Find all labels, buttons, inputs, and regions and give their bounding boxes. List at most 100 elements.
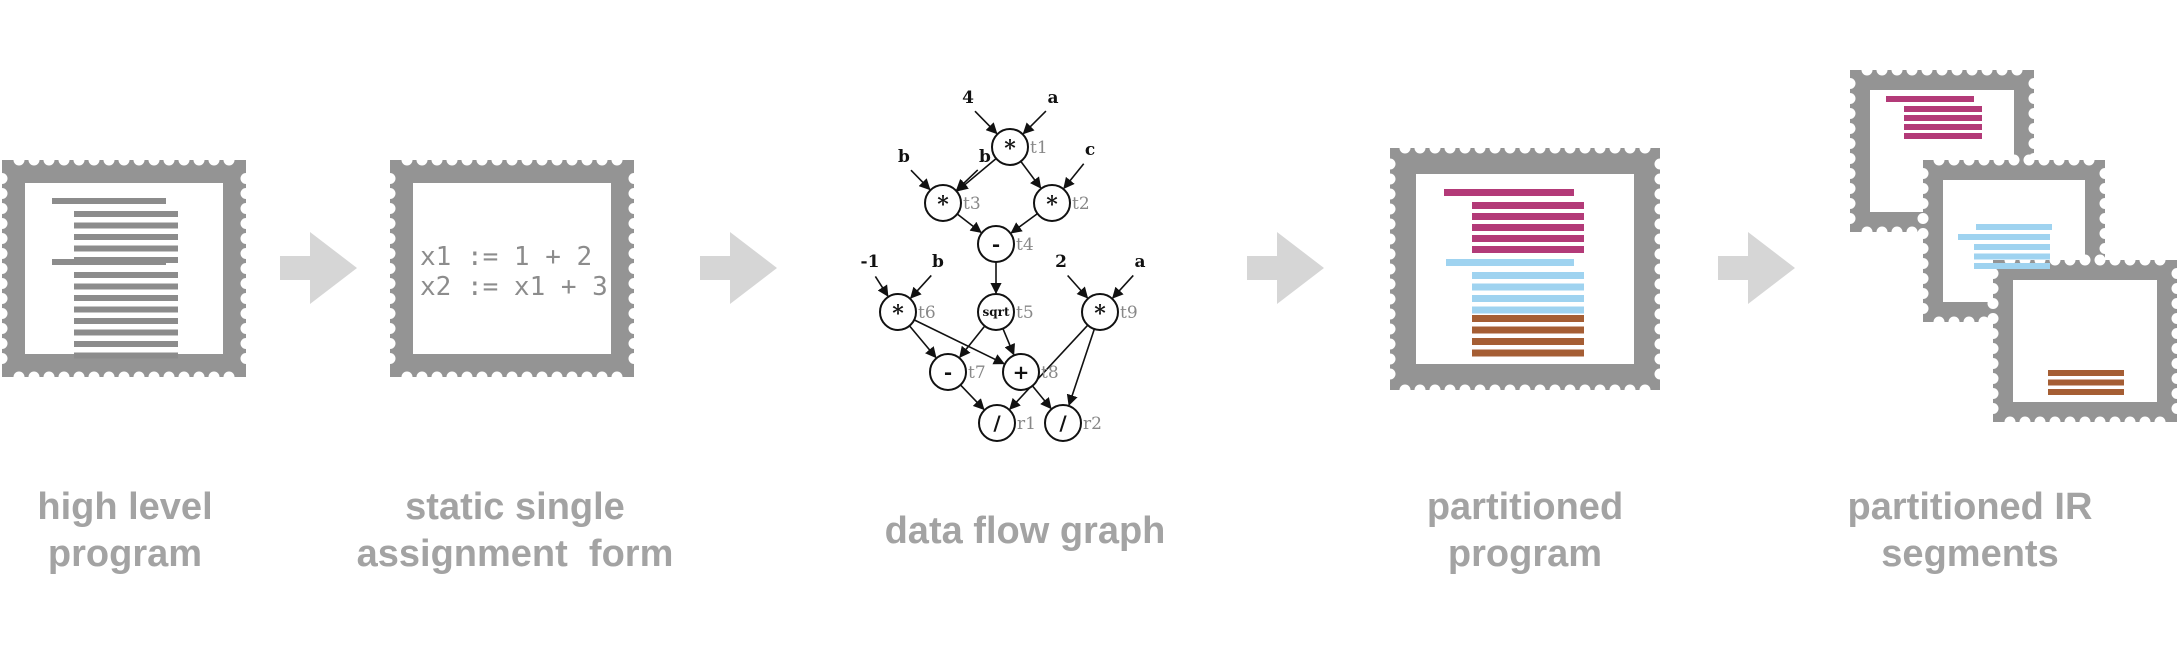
dfg-node-t9 xyxy=(1081,293,1119,331)
stamp-segment-2-perforation xyxy=(1917,213,1929,224)
stamp-ssa-perforation xyxy=(611,154,623,166)
segment-line xyxy=(1904,106,1982,112)
stamp-partitioned-program-perforation xyxy=(1384,218,1396,230)
dfg-node-op-t8: + xyxy=(1013,360,1030,384)
stamp-segment-3-perforation xyxy=(1987,358,1999,369)
partition-line xyxy=(1472,326,1584,334)
dfg-input-inm1: -1 xyxy=(861,252,880,272)
program-line xyxy=(74,234,178,240)
stamp-segment-2-perforation xyxy=(1933,316,1945,328)
stamp-partitioned-program-perforation xyxy=(1399,142,1411,154)
stamp-ssa-perforation xyxy=(461,154,473,166)
stamp-high-level-program-perforation xyxy=(240,173,252,184)
stamp-high-level-program-perforation xyxy=(223,154,235,166)
flow-arrows xyxy=(280,232,1795,304)
stamp-segment-2-perforation xyxy=(1933,154,1945,166)
stamp-frames xyxy=(0,64,2182,428)
stamp-ssa-perforation xyxy=(384,308,396,319)
stamp-segment-3-perforation xyxy=(2171,343,2182,354)
stamp-partitioned-program-perforation xyxy=(1654,173,1666,185)
stamp-partitioned-program-perforation xyxy=(1624,384,1636,396)
stamp-partitioned-program-perforation xyxy=(1654,308,1666,320)
dfg-input-in2: 2 xyxy=(1055,252,1067,272)
flow-arrow-2 xyxy=(700,232,777,304)
stamp-high-level-program-perforation xyxy=(28,154,40,166)
frame-contents: x1 := 1 + 2 x2 := x1 + 3 xyxy=(52,96,2124,395)
stamp-ssa-perforation xyxy=(521,154,533,166)
stamp-partitioned-program-perforation xyxy=(1534,142,1546,154)
stamp-segment-1-perforation xyxy=(1861,226,1873,238)
program-line xyxy=(74,295,178,301)
stamp-ssa-perforation xyxy=(628,263,640,274)
caption-ssa-line-2: assignment form xyxy=(356,533,674,575)
ssa-code-line-2: x2 := x1 + 3 xyxy=(420,272,608,302)
caption-high-level-program-line-1: high level xyxy=(37,486,213,528)
dfg-node-label-t8: t8 xyxy=(1041,363,1059,383)
stamp-segment-1-perforation xyxy=(1844,198,1856,209)
stamp-segment-1-perforation xyxy=(2028,123,2040,134)
stamp-ssa-perforation xyxy=(611,371,623,383)
stamp-partitioned-program-perforation xyxy=(1654,338,1666,350)
stamp-ssa-inner xyxy=(413,183,611,354)
stamp-partitioned-program-perforation xyxy=(1429,142,1441,154)
stamp-segment-2-perforation xyxy=(2099,183,2111,194)
stamp-ssa-perforation xyxy=(401,371,413,383)
stamp-segment-1-perforation xyxy=(2028,93,2040,104)
stamp-segment-3-perforation xyxy=(1987,343,1999,354)
stamp-segment-3 xyxy=(1987,254,2182,428)
stamp-segment-1-perforation xyxy=(1951,64,1963,76)
stamp-segment-2-perforation xyxy=(1978,154,1990,166)
stamp-high-level-program-perforation xyxy=(0,248,8,259)
stamp-high-level-program-perforation xyxy=(0,188,8,199)
stamp-partitioned-program-perforation xyxy=(1504,384,1516,396)
stamp-segment-3-perforation xyxy=(2171,403,2182,414)
stamp-high-level-program-perforation xyxy=(240,233,252,244)
stamp-segment-2-perforation xyxy=(2053,154,2065,166)
partition-line xyxy=(1472,224,1584,231)
caption-segments-line-1: partitioned IR xyxy=(1847,486,2093,528)
stamp-high-level-program-perforation xyxy=(0,278,8,289)
stamp-segment-3-perforation xyxy=(2034,416,2046,428)
stamp-segment-2-perforation xyxy=(1917,183,1929,194)
program-line xyxy=(74,329,178,336)
stamp-segment-1-perforation xyxy=(1844,123,1856,134)
stamp-segment-1-perforation xyxy=(1996,64,2008,76)
dfg-input-in4: 4 xyxy=(962,88,974,108)
stamp-ssa-perforation xyxy=(491,154,503,166)
dfg-edge-t9-r1 xyxy=(1009,324,1089,410)
stamp-segment-2-perforation xyxy=(2099,168,2111,179)
stamp-partitioned-program-perforation xyxy=(1654,203,1666,215)
stamp-high-level-program-perforation xyxy=(13,154,25,166)
stamp-high-level-program xyxy=(0,154,252,383)
stamp-high-level-program-perforation xyxy=(193,154,205,166)
stamp-ssa-perforation xyxy=(536,154,548,166)
stamp-partitioned-program-perforation xyxy=(1654,158,1666,170)
caption-partitioned-line-1: partitioned xyxy=(1426,486,1624,528)
stamp-segment-1-perforation xyxy=(2028,138,2040,149)
dfg-node-op-r1: / xyxy=(993,411,1001,435)
stamp-segment-3-perforation xyxy=(2154,416,2166,428)
stamp-ssa-perforation xyxy=(384,248,396,259)
stamp-partitioned-program-perforation xyxy=(1384,263,1396,275)
dfg-input-edge-in2 xyxy=(1067,274,1089,299)
stamp-segment-2-perforation xyxy=(2099,228,2111,239)
dfg-input-inb2: b xyxy=(979,147,991,167)
stamp-partitioned-program-perforation xyxy=(1414,384,1426,396)
dfg-node-label-r1: r1 xyxy=(1017,414,1036,434)
partition-line xyxy=(1472,338,1584,345)
stamp-segment-2-perforation xyxy=(1917,258,1929,269)
stamp-high-level-program-perforation xyxy=(240,263,252,274)
stamp-segment-1-perforation xyxy=(1966,64,1978,76)
stamp-high-level-program-perforation xyxy=(133,154,145,166)
stamp-high-level-program-perforation xyxy=(163,371,175,383)
stamp-partitioned-program-perforation xyxy=(1384,338,1396,350)
stamp-ssa-perforation xyxy=(384,188,396,199)
stamp-segment-3-perforation xyxy=(1987,403,1999,414)
stamp-segment-2-perforation xyxy=(2099,198,2111,209)
stamp-partitioned-program-perforation xyxy=(1579,384,1591,396)
stamp-ssa-perforation xyxy=(628,248,640,259)
stamp-segment-2-perforation xyxy=(1917,168,1929,179)
stamp-partitioned-program-perforation xyxy=(1564,142,1576,154)
caption-partitioned-line-2: program xyxy=(1447,533,1603,575)
segment-line xyxy=(1974,253,2050,260)
